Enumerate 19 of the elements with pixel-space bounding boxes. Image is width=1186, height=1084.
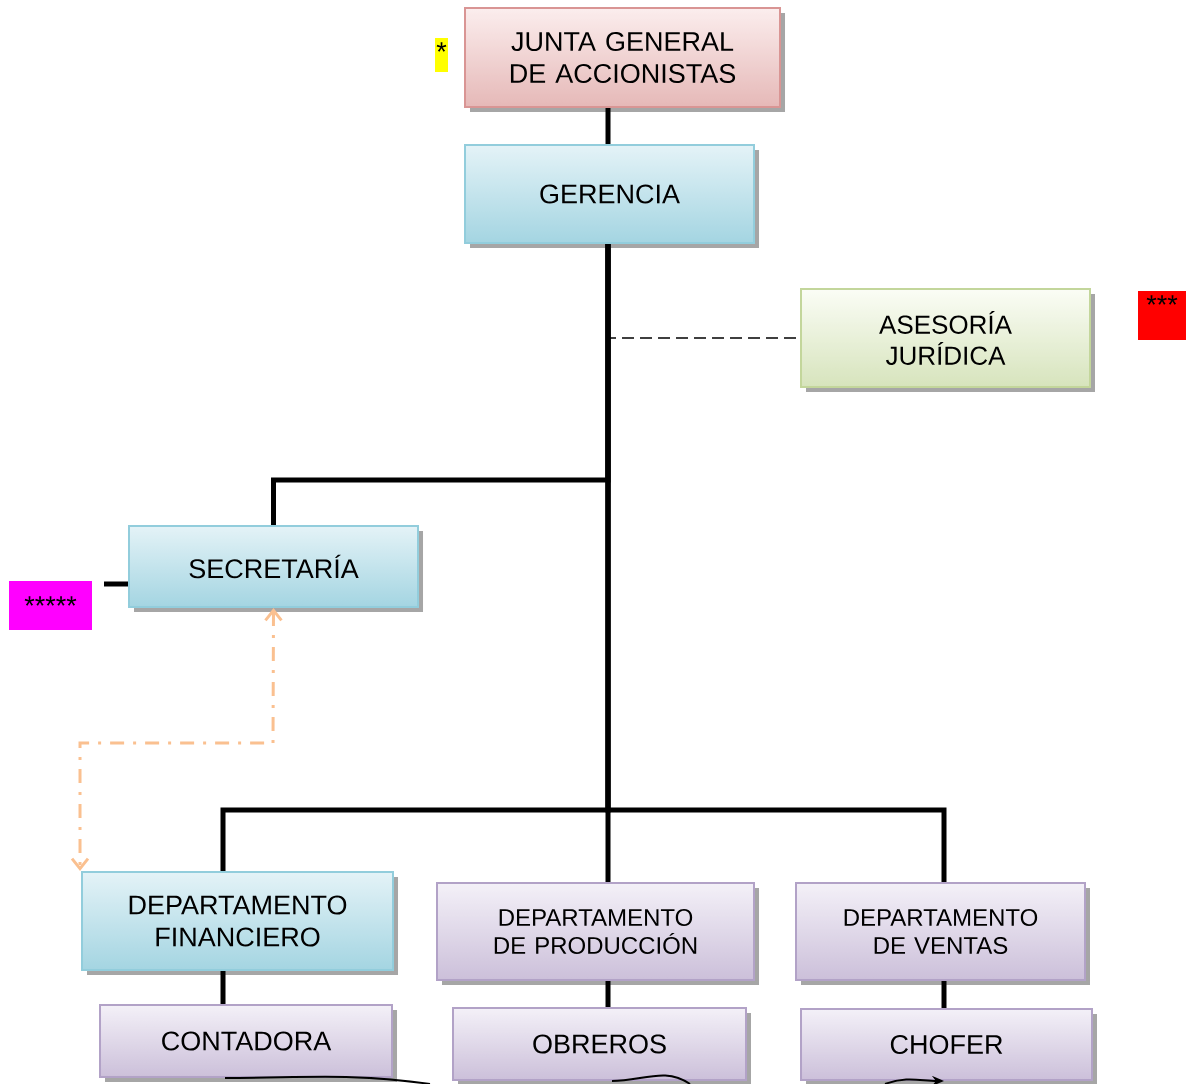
org-box: DEPARTAMENTO FINANCIERO [81,871,398,975]
connector-line [224,1075,431,1084]
connector-line [605,108,611,144]
connector-line [605,981,611,1007]
connector-line [611,1074,691,1084]
org-box: OBREROS [452,1007,751,1084]
dashed-connector [70,608,283,871]
org-box: ASESORÍA JURÍDICA [800,288,1095,392]
org-box: DEPARTAMENTO DE PRODUCCIÓN [436,882,759,985]
org-box: CHOFER [800,1008,1097,1084]
org-box: SECRETARÍA [128,525,423,612]
org-box: JUNTA GENERAL DE ACCIONISTAS [464,7,785,112]
connector-line [104,581,128,587]
connector-line [605,244,947,882]
org-box: GERENCIA [464,144,759,248]
connector-line [220,971,226,1004]
org-box: CONTADORA [99,1004,397,1082]
connector-line [941,981,947,1008]
org-box: DEPARTAMENTO DE VENTAS [795,882,1090,985]
